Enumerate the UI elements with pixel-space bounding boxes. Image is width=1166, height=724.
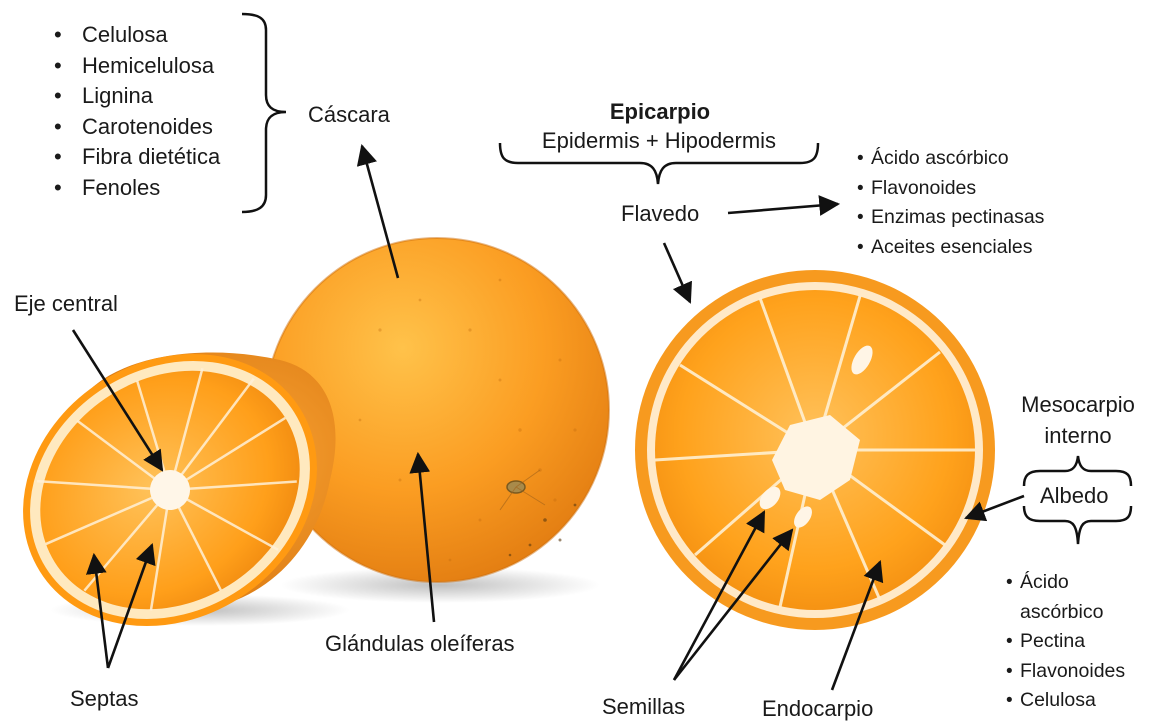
mesocarpio-label-line2: interno [998, 423, 1158, 449]
epicarpio-title: Epicarpio [560, 99, 760, 125]
semillas-label: Semillas [602, 694, 685, 720]
albedo-brace-bottom [1024, 506, 1131, 544]
flavedo-components-list: Ácido ascórbico Flavonoides Enzimas pect… [857, 144, 1044, 262]
list-item: Fenoles [52, 173, 220, 204]
eje-central-label: Eje central [14, 291, 118, 317]
list-item: Lignina [52, 81, 220, 112]
septas-label: Septas [70, 686, 139, 712]
cascara-label: Cáscara [308, 102, 390, 128]
arrow-flavedo-down [664, 243, 690, 302]
list-item: Flavonoides [1006, 657, 1125, 687]
list-item: Fibra dietética [52, 142, 220, 173]
cascara-brace [242, 14, 286, 212]
arrow-flavedo-right [728, 204, 838, 213]
list-item: Ácido [1006, 568, 1125, 598]
albedo-label: Albedo [1040, 483, 1109, 509]
albedo-brace-top [1024, 456, 1131, 486]
list-item-continuation: ascórbico [1006, 598, 1125, 628]
cut-orange [635, 270, 995, 630]
mesocarpio-label-line1: Mesocarpio [998, 392, 1158, 418]
list-item: Hemicelulosa [52, 51, 220, 82]
glandulas-label: Glándulas oleíferas [325, 631, 515, 657]
endocarpio-label: Endocarpio [762, 696, 873, 722]
epicarpio-subtitle: Epidermis + Hipodermis [500, 128, 818, 154]
albedo-components-list: Ácido ascórbico Pectina Flavonoides Celu… [1006, 568, 1125, 716]
list-item: Celulosa [52, 20, 220, 51]
flavedo-label: Flavedo [621, 201, 699, 227]
list-item: Celulosa [1006, 686, 1125, 716]
cascara-components-list: Celulosa Hemicelulosa Lignina Carotenoid… [52, 20, 220, 203]
list-item: Aceites esenciales [857, 233, 1044, 263]
list-item: Carotenoides [52, 112, 220, 143]
list-item: Flavonoides [857, 174, 1044, 204]
list-item: Pectina [1006, 627, 1125, 657]
list-item: Ácido ascórbico [857, 144, 1044, 174]
list-item: Enzimas pectinasas [857, 203, 1044, 233]
